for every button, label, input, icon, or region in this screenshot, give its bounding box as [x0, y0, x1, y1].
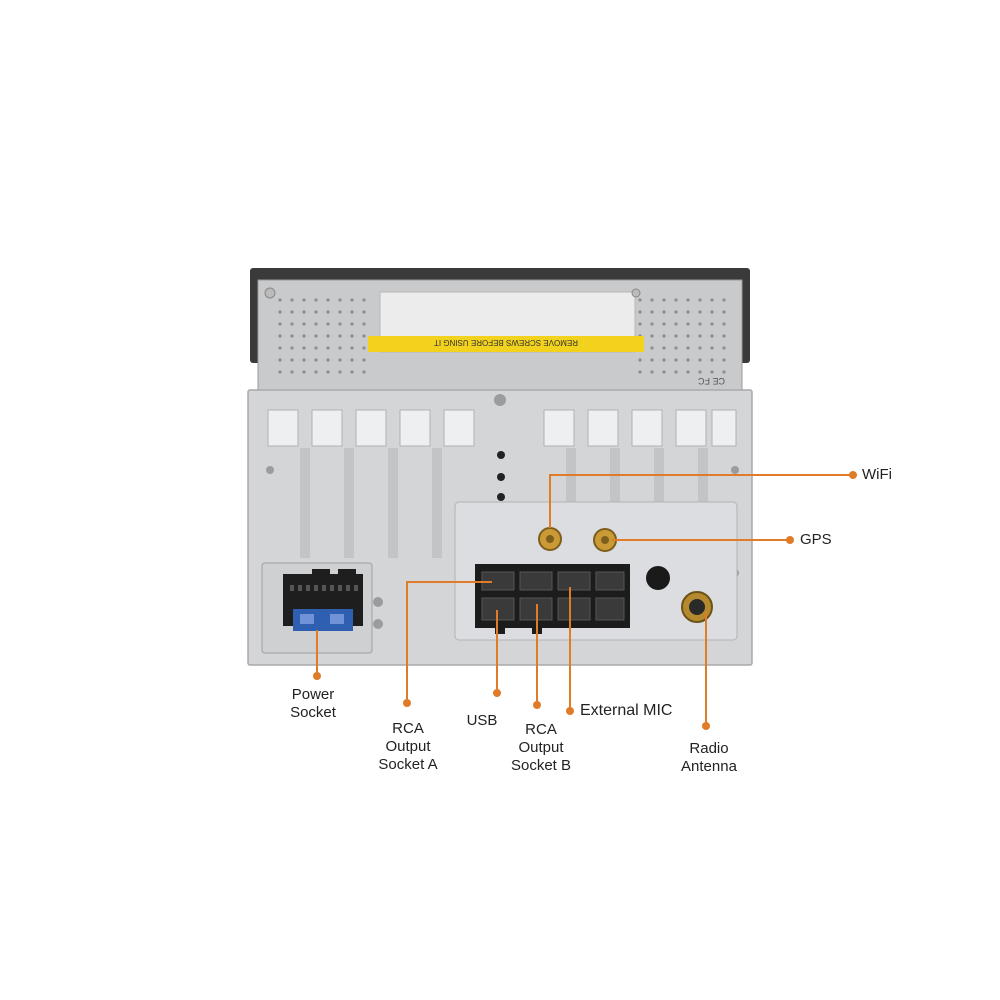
cert-marks: CE FC: [697, 376, 725, 386]
radio-antenna-label: Radio Antenna: [681, 740, 737, 775]
rca-b-label: RCA Output Socket B: [510, 721, 572, 774]
wifi-label: WiFi: [862, 466, 892, 483]
usb-callout-dot: [493, 689, 501, 697]
power-socket-connector: [283, 569, 383, 631]
wifi-callout-line: [549, 474, 852, 528]
power-callout-dot: [313, 672, 321, 680]
wifi-callout-dot: [849, 471, 857, 479]
gps-callout-dot: [786, 536, 794, 544]
gps-label: GPS: [800, 531, 832, 548]
radio-antenna-socket: [681, 591, 713, 623]
rca-usb-mic-connector-block: [475, 564, 630, 634]
usb-label: USB: [466, 712, 498, 729]
antenna-callout-dot: [702, 722, 710, 730]
mic-callout-dot: [566, 707, 574, 715]
power-socket-label: Power Socket: [290, 686, 336, 721]
top-housing: REMOVE SCREWS BEFORE USING IT CE FC: [250, 268, 750, 391]
rca-b-callout-dot: [533, 701, 541, 709]
rca-a-callout-line: [406, 581, 492, 702]
warning-sticker-text: REMOVE SCREWS BEFORE USING IT: [434, 338, 578, 347]
external-mic-label: External MIC: [580, 702, 673, 719]
wifi-sma-connector: [538, 527, 562, 551]
blank-port: [646, 566, 670, 590]
rca-a-label: RCA Output Socket A: [378, 720, 438, 773]
rca-a-callout-dot: [403, 699, 411, 707]
